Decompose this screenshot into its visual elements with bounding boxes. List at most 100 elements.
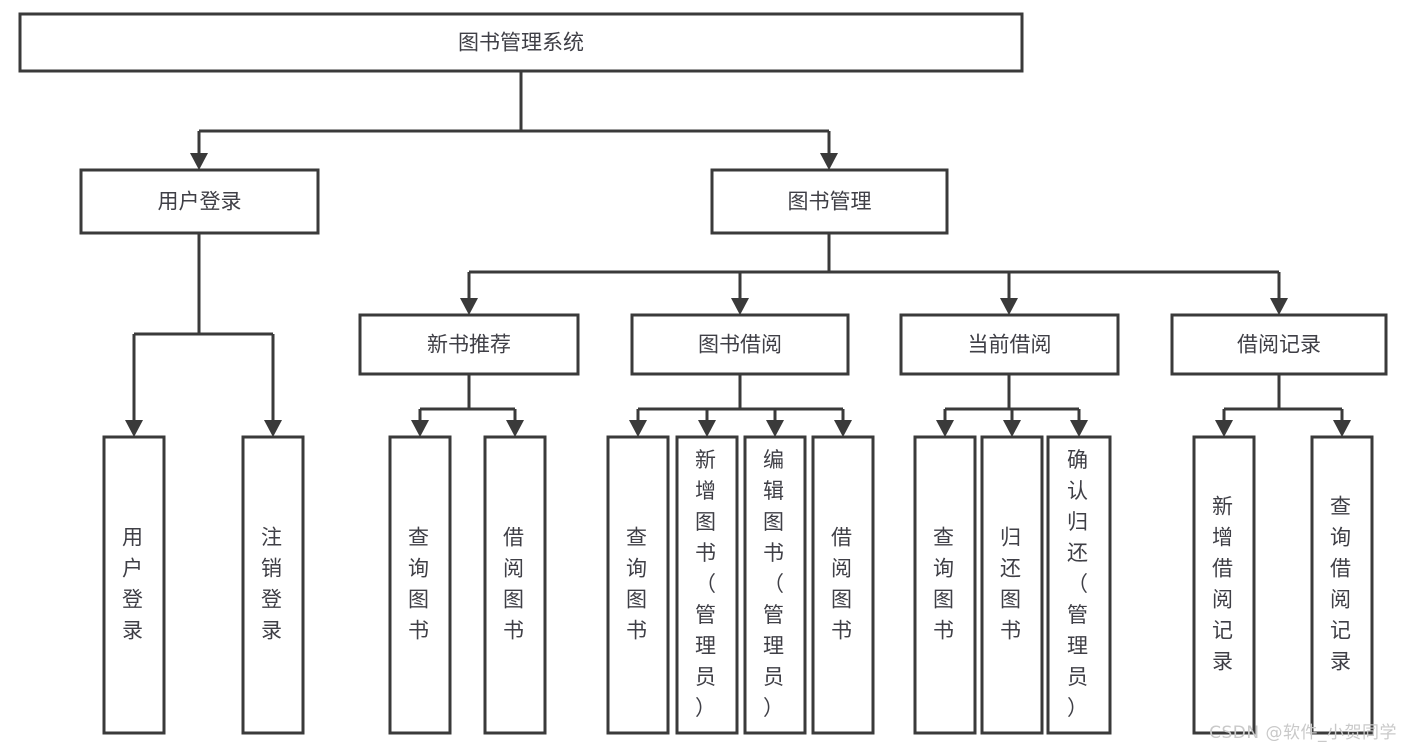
connector-current-borrow-to-leaves bbox=[936, 374, 1088, 437]
arrow-head-icon bbox=[1215, 420, 1233, 437]
node-leaf-return-book[interactable]: 归还图书归还图书 bbox=[980, 435, 1044, 735]
node-box-current-borrow[interactable] bbox=[899, 313, 1120, 376]
node-box-root[interactable] bbox=[18, 12, 1024, 73]
node-root[interactable]: 图书管理系统 bbox=[18, 12, 1024, 73]
arrow-head-icon bbox=[766, 420, 784, 437]
arrow-head-icon bbox=[936, 420, 954, 437]
node-box-book-manage[interactable] bbox=[710, 168, 949, 235]
node-label-char: 增 bbox=[1212, 526, 1236, 550]
node-leaf-borrow-book-2[interactable]: 借阅图书借阅图书 bbox=[811, 435, 875, 735]
arrow-head-icon bbox=[1270, 298, 1288, 315]
node-box-leaf-add-record[interactable] bbox=[1192, 435, 1256, 735]
node-box-new-book-recommend[interactable] bbox=[358, 313, 580, 376]
node-label-char: 员 bbox=[763, 665, 787, 689]
node-box-user-login[interactable] bbox=[79, 168, 320, 235]
node-box-leaf-query-book-3[interactable] bbox=[913, 435, 977, 735]
node-leaf-query-book-1[interactable]: 查询图书查询图书 bbox=[388, 435, 452, 735]
node-label-char: 书 bbox=[408, 619, 432, 643]
node-box-leaf-logout[interactable] bbox=[241, 435, 305, 735]
node-label-char: 书 bbox=[933, 619, 957, 643]
node-label-char: 书 bbox=[1000, 619, 1024, 643]
node-label-char: 图 bbox=[503, 588, 527, 612]
arrow-head-icon bbox=[731, 298, 749, 315]
node-leaf-logout[interactable]: 注销登录注销登录 bbox=[241, 435, 305, 735]
node-label-char: 图 bbox=[626, 588, 650, 612]
node-label-char: 查 bbox=[933, 526, 957, 550]
node-user-login[interactable]: 用户登录 bbox=[79, 168, 320, 235]
node-label-char: 登 bbox=[261, 588, 285, 612]
arrow-head-icon bbox=[629, 420, 647, 437]
node-label-char: 询 bbox=[408, 557, 432, 581]
node-current-borrow[interactable]: 当前借阅 bbox=[899, 313, 1120, 376]
node-label-char: 查 bbox=[1330, 495, 1354, 519]
node-label-char: 记 bbox=[1330, 619, 1354, 643]
node-label-char: 录 bbox=[1330, 650, 1354, 674]
node-label-text: 新书推荐 bbox=[427, 333, 511, 357]
node-box-leaf-add-book[interactable] bbox=[675, 435, 739, 735]
node-label-char: （ bbox=[763, 572, 787, 596]
node-label-char: 认 bbox=[1067, 479, 1091, 503]
node-label-text: 图书借阅 bbox=[698, 333, 782, 357]
node-box-leaf-user-login[interactable] bbox=[102, 435, 166, 735]
node-label-char: ） bbox=[1067, 696, 1091, 720]
node-label-char: 图 bbox=[695, 510, 719, 534]
node-label-char: 图 bbox=[933, 588, 957, 612]
node-box-book-borrow[interactable] bbox=[630, 313, 850, 376]
connector-borrow-record-to-leaves bbox=[1215, 374, 1351, 437]
node-label-char: 销 bbox=[261, 557, 285, 581]
node-label-char: 图 bbox=[763, 510, 787, 534]
node-label-char: 借 bbox=[503, 526, 527, 550]
node-label-char: ） bbox=[763, 696, 787, 720]
node-label-char: 查 bbox=[408, 526, 432, 550]
node-label-char: （ bbox=[1067, 572, 1091, 596]
node-label-char: 图 bbox=[1000, 588, 1024, 612]
node-book-borrow[interactable]: 图书借阅 bbox=[630, 313, 850, 376]
node-box-leaf-confirm-return[interactable] bbox=[1046, 435, 1112, 735]
node-leaf-query-book-2[interactable]: 查询图书查询图书 bbox=[606, 435, 670, 735]
node-box-leaf-borrow-book-2[interactable] bbox=[811, 435, 875, 735]
node-leaf-query-record[interactable]: 查询借阅记录查询借阅记录 bbox=[1310, 435, 1374, 735]
node-new-book-recommend[interactable]: 新书推荐 bbox=[358, 313, 580, 376]
node-label-char: 询 bbox=[626, 557, 650, 581]
node-borrow-record[interactable]: 借阅记录 bbox=[1170, 313, 1388, 376]
node-box-leaf-edit-book[interactable] bbox=[743, 435, 807, 735]
node-box-leaf-query-record[interactable] bbox=[1310, 435, 1374, 735]
arrow-head-icon bbox=[264, 420, 282, 437]
arrow-head-icon bbox=[820, 153, 838, 170]
arrow-head-icon bbox=[1003, 420, 1021, 437]
node-box-leaf-return-book[interactable] bbox=[980, 435, 1044, 735]
node-label-char: 询 bbox=[1330, 526, 1354, 550]
node-box-borrow-record[interactable] bbox=[1170, 313, 1388, 376]
node-box-leaf-borrow-book-1[interactable] bbox=[483, 435, 547, 735]
arrow-head-icon bbox=[125, 420, 143, 437]
node-label-char: 用 bbox=[122, 526, 146, 550]
node-label-char: 理 bbox=[763, 634, 787, 658]
node-label-char: 管 bbox=[1067, 603, 1091, 627]
node-label-char: 询 bbox=[933, 557, 957, 581]
node-leaf-borrow-book-1[interactable]: 借阅图书借阅图书 bbox=[483, 435, 547, 735]
node-label-char: 注 bbox=[261, 526, 285, 550]
node-label-char: 借 bbox=[1212, 557, 1236, 581]
node-label-char: 理 bbox=[1067, 634, 1091, 658]
node-label-char: 阅 bbox=[831, 557, 855, 581]
node-label-char: 录 bbox=[122, 619, 146, 643]
node-label-char: 管 bbox=[763, 603, 787, 627]
connector-book-borrow-to-leaves bbox=[629, 374, 852, 437]
node-box-leaf-query-book-2[interactable] bbox=[606, 435, 670, 735]
node-label-char: 编 bbox=[763, 448, 787, 472]
node-leaf-user-login[interactable]: 用户登录用户登录 bbox=[102, 435, 166, 735]
node-book-manage[interactable]: 图书管理 bbox=[710, 168, 949, 235]
node-box-leaf-query-book-1[interactable] bbox=[388, 435, 452, 735]
node-label-char: ） bbox=[695, 696, 719, 720]
node-label-text: 当前借阅 bbox=[968, 333, 1052, 357]
node-label-text: 图书管理 bbox=[788, 190, 872, 214]
node-leaf-query-book-3[interactable]: 查询图书查询图书 bbox=[913, 435, 977, 735]
node-leaf-add-record[interactable]: 新增借阅记录新增借阅记录 bbox=[1192, 435, 1256, 735]
arrow-head-icon bbox=[411, 420, 429, 437]
connector-root-to-l1 bbox=[190, 71, 838, 170]
node-label-char: 增 bbox=[695, 479, 719, 503]
